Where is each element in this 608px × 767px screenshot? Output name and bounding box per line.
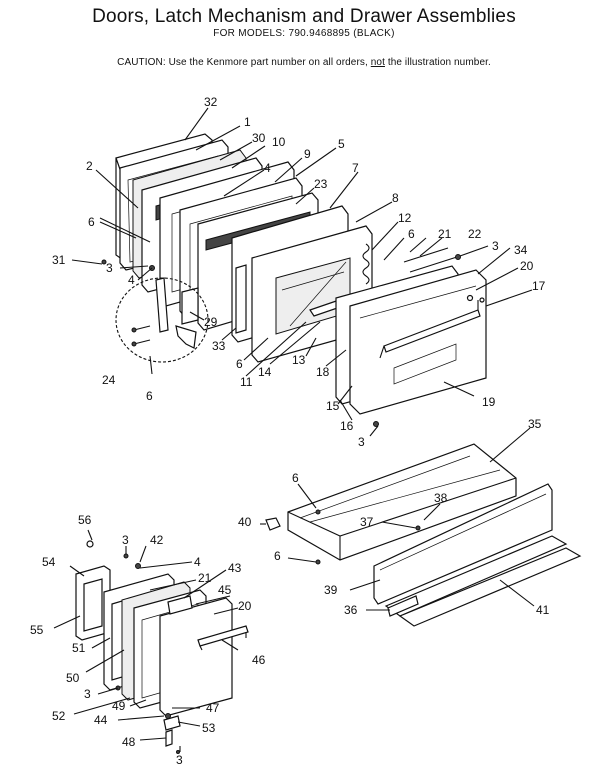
callout-42: 42: [150, 533, 164, 547]
door-hinge-29[interactable]: [181, 287, 199, 325]
callout-43: 43: [228, 561, 242, 575]
oven-door-outer-19[interactable]: [349, 269, 487, 415]
drawer-front-39[interactable]: [373, 483, 553, 605]
door-outer-47[interactable]: [159, 597, 233, 717]
callout-20: 20: [520, 259, 534, 273]
callout-labels: 32 1 30 10 5 9 2 4 23 7 8 6 12 6 21 22 3…: [30, 95, 550, 767]
caution-text-end: the illustration number.: [384, 57, 491, 68]
callout-29: 29: [204, 315, 218, 329]
callout-11: 11: [240, 375, 253, 389]
leader-lines-drawer: [260, 427, 535, 611]
callout-39: 39: [324, 583, 338, 597]
callout-54: 54: [42, 555, 56, 569]
callout-52: 52: [52, 709, 66, 723]
callout-30: 30: [252, 131, 266, 145]
callout-15: 15: [326, 399, 340, 413]
caution-emphasis: not: [370, 57, 385, 68]
door-handle-17[interactable]: [383, 309, 481, 353]
callout-12: 12: [398, 211, 412, 225]
callout-8: 8: [392, 191, 399, 205]
callout-22: 22: [468, 227, 482, 241]
callout-23: 23: [314, 177, 328, 191]
callout-21: 21: [198, 571, 212, 585]
callout-53: 53: [202, 721, 216, 735]
callout-6: 6: [236, 357, 243, 371]
callout-6: 6: [146, 389, 153, 403]
drawer-stop-40[interactable]: [265, 517, 281, 531]
callout-32: 32: [204, 95, 218, 109]
callout-34: 34: [514, 243, 528, 257]
clip-53[interactable]: [163, 715, 181, 731]
callout-4: 4: [194, 555, 201, 569]
callout-14: 14: [258, 365, 272, 379]
callout-6: 6: [292, 471, 299, 485]
caution-note: CAUTION: Use the Kenmore part number on …: [0, 57, 608, 68]
callout-2: 2: [86, 159, 93, 173]
caution-text: CAUTION: Use the Kenmore part number on …: [117, 57, 371, 68]
callout-6: 6: [408, 227, 415, 241]
leader-lines-storage: [53, 529, 239, 752]
callout-10: 10: [272, 135, 286, 149]
callout-38: 38: [434, 491, 448, 505]
bracket-45[interactable]: [167, 595, 193, 615]
drawer-glide-36[interactable]: [387, 595, 419, 617]
callout-6: 6: [88, 215, 95, 229]
callout-33: 33: [212, 339, 226, 353]
pin-48[interactable]: [165, 729, 173, 747]
callout-56: 56: [78, 513, 92, 527]
callout-7: 7: [352, 161, 359, 175]
callout-13: 13: [292, 353, 306, 367]
callout-36: 36: [344, 603, 358, 617]
callout-49: 49: [112, 699, 126, 713]
callout-3: 3: [492, 239, 499, 253]
callout-3: 3: [358, 435, 365, 449]
callout-45: 45: [218, 583, 232, 597]
door-handle-46[interactable]: [197, 625, 249, 647]
oven-door-assembly: [101, 133, 487, 427]
callout-55: 55: [30, 623, 44, 637]
callout-4: 4: [264, 161, 271, 175]
callout-6: 6: [274, 549, 281, 563]
callout-31: 31: [52, 253, 66, 267]
callout-19: 19: [482, 395, 496, 409]
callout-5: 5: [338, 137, 345, 151]
callout-51: 51: [72, 641, 86, 655]
drawer-body-35[interactable]: [287, 443, 517, 561]
callout-3: 3: [84, 687, 91, 701]
callout-50: 50: [66, 671, 80, 685]
callout-9: 9: [304, 147, 311, 161]
callout-18: 18: [316, 365, 330, 379]
callout-44: 44: [94, 713, 108, 727]
callout-3: 3: [106, 261, 113, 275]
callout-47: 47: [206, 701, 220, 715]
callout-4: 4: [128, 273, 135, 287]
callout-41: 41: [536, 603, 550, 617]
leader-lines-top: [71, 107, 533, 437]
callout-16: 16: [340, 419, 354, 433]
door-part-33[interactable]: [235, 264, 247, 334]
callout-40: 40: [238, 515, 252, 529]
callout-3: 3: [176, 753, 183, 767]
callout-3: 3: [122, 533, 129, 547]
callout-24: 24: [102, 373, 116, 387]
model-subtitle: FOR MODELS: 790.9468895 (BLACK): [213, 28, 395, 39]
door-window-19: [393, 343, 457, 385]
page-title: Doors, Latch Mechanism and Drawer Assemb…: [92, 6, 516, 27]
callout-46: 46: [252, 653, 266, 667]
callout-1: 1: [244, 115, 251, 129]
callout-37: 37: [360, 515, 374, 529]
callout-48: 48: [122, 735, 136, 749]
drawer-assembly: [265, 443, 582, 627]
spring-12[interactable]: [362, 243, 370, 285]
callout-21: 21: [438, 227, 452, 241]
callout-17: 17: [532, 279, 546, 293]
callout-20: 20: [238, 599, 252, 613]
storage-door-assembly: [75, 540, 249, 754]
callout-35: 35: [528, 417, 542, 431]
screw-3[interactable]: [455, 254, 461, 260]
